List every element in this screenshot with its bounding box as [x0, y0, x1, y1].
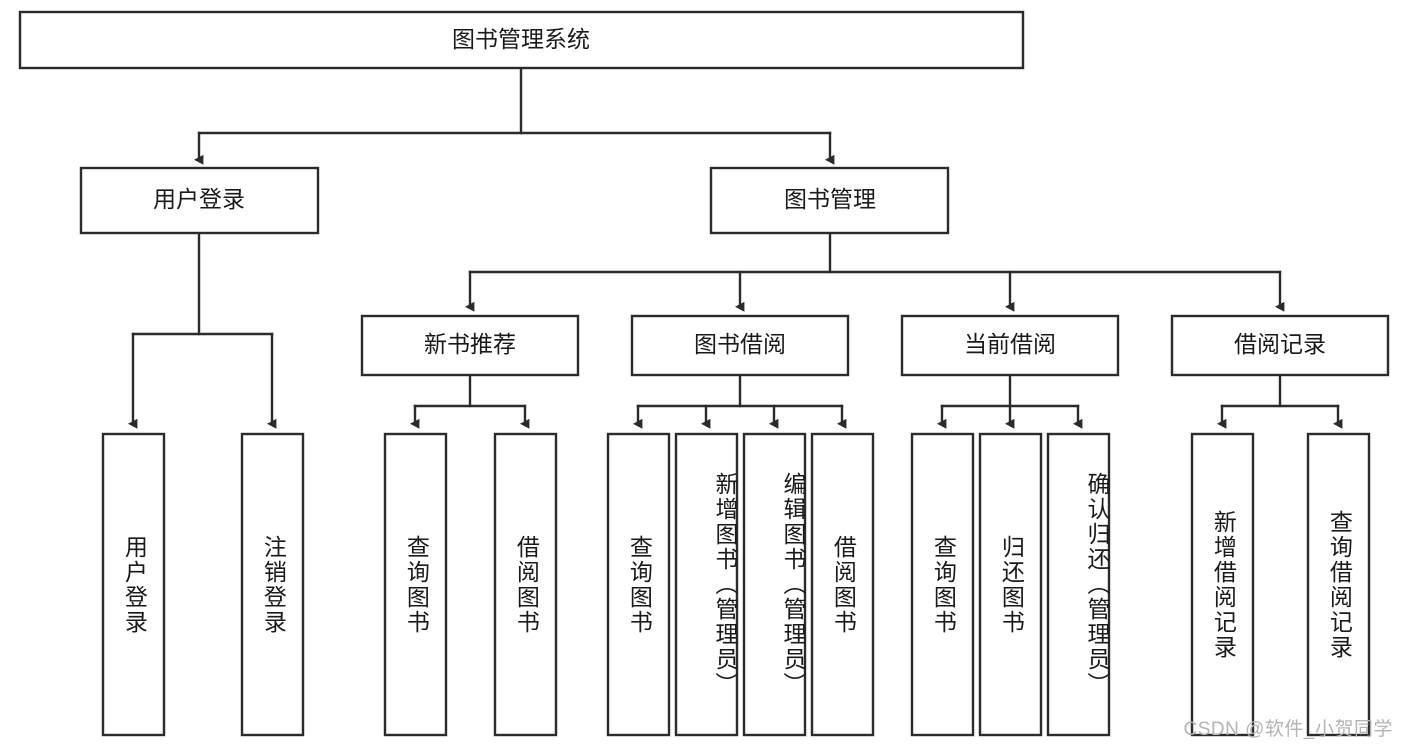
leaf-node-confirm-return[interactable]: [1046, 432, 1111, 737]
leaf-node-query-borrow-record[interactable]: [1306, 432, 1371, 737]
leaf-node-borrow-book-1[interactable]: [493, 432, 558, 737]
connector-book-borrow-to-leaves: [633, 373, 847, 429]
node-root-label: 图书管理系统: [452, 26, 590, 52]
leaf-node-add-borrow-record[interactable]: [1190, 432, 1255, 737]
connector-new-book-recommend-to-leaves: [410, 373, 530, 429]
node-book-borrow[interactable]: 图书借阅: [630, 314, 850, 377]
leaf-node-logout-login[interactable]: [240, 432, 305, 737]
node-root[interactable]: 图书管理系统: [18, 10, 1025, 70]
leaf-node-query-book-2[interactable]: [606, 432, 671, 737]
node-book-management[interactable]: 图书管理: [709, 166, 950, 235]
connector-book-management-to-level3: [465, 231, 1285, 312]
connector-current-borrow-to-leaves: [937, 373, 1083, 429]
leaf-node-query-book-1[interactable]: [383, 432, 448, 737]
leaf-node-edit-book[interactable]: [742, 432, 807, 737]
node-book-borrow-label: 图书借阅: [694, 331, 786, 357]
node-user-login[interactable]: 用户登录: [79, 166, 320, 235]
leaf-node-query-book-3[interactable]: [910, 432, 975, 737]
node-new-book-recommend[interactable]: 新书推荐: [360, 314, 580, 377]
node-new-book-recommend-label: 新书推荐: [424, 331, 516, 357]
leaf-node-add-book[interactable]: [674, 432, 739, 737]
node-current-borrow[interactable]: 当前借阅: [900, 314, 1120, 377]
connector-user-login-to-leaves: [128, 231, 277, 429]
node-book-management-label: 图书管理: [784, 186, 876, 212]
node-borrow-record-label: 借阅记录: [1234, 331, 1326, 357]
connector-borrow-record-to-leaves: [1217, 373, 1343, 429]
connector-root-to-level2: [194, 66, 835, 165]
node-borrow-record[interactable]: 借阅记录: [1170, 314, 1390, 377]
node-user-login-label: 用户登录: [153, 186, 245, 212]
leaf-node-user-login[interactable]: [101, 432, 166, 737]
node-current-borrow-label: 当前借阅: [964, 331, 1056, 357]
csdn-watermark: CSDN @软件_小贺同学: [1183, 719, 1393, 740]
leaf-node-return-book[interactable]: [978, 432, 1043, 737]
leaf-node-borrow-book-2[interactable]: [810, 432, 875, 737]
